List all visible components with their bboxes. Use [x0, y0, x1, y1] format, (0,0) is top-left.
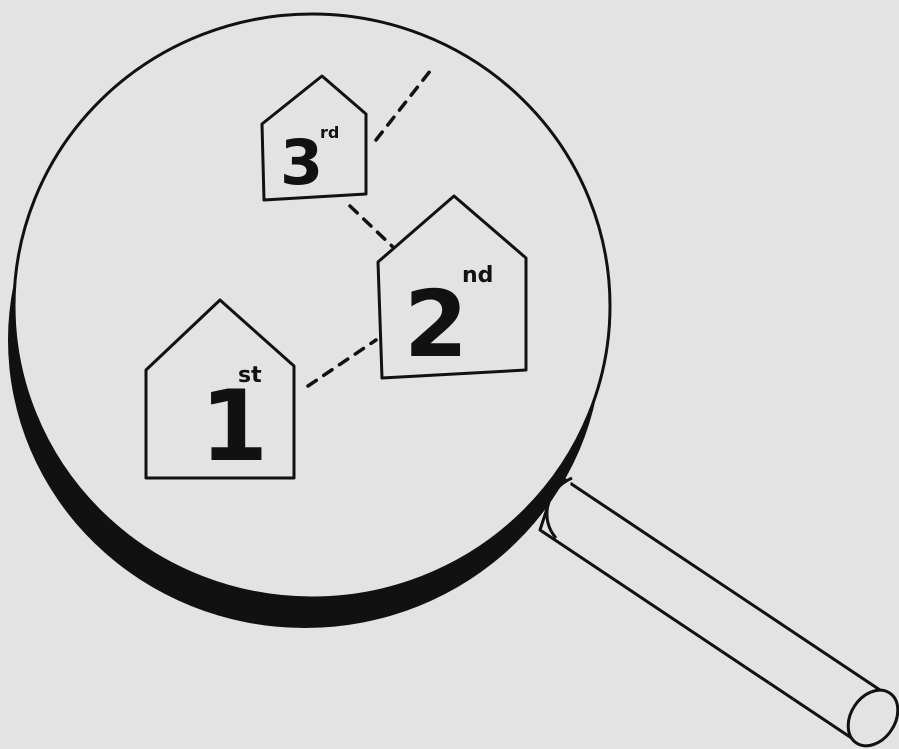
house-suffix-1: st: [238, 363, 262, 388]
house-suffix-3: rd: [320, 123, 339, 142]
handle: [540, 475, 899, 749]
house-number-3: 3: [280, 126, 323, 199]
house-suffix-2: nd: [462, 263, 493, 288]
house-number-2: 2: [404, 271, 468, 378]
